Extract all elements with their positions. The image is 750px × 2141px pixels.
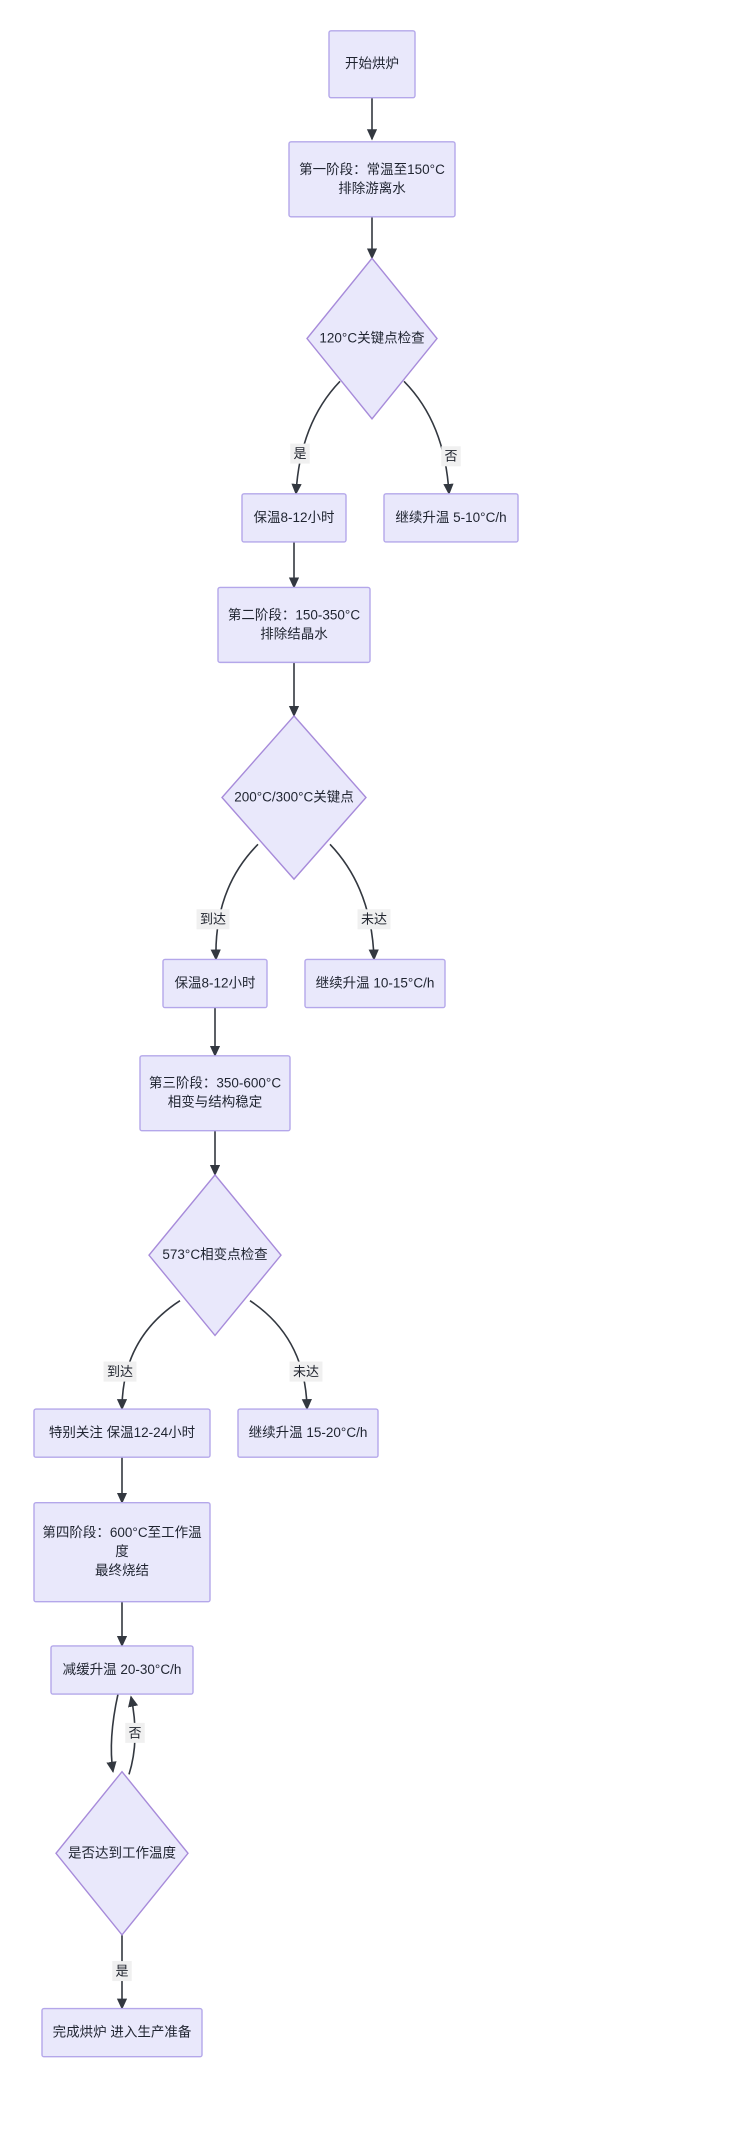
process-shape [237, 1408, 379, 1458]
flow-edge [291, 380, 341, 496]
node-label: 是否达到工作温度 [68, 1845, 176, 1860]
process-shape [33, 1408, 211, 1458]
decision-shape [221, 714, 367, 881]
node-label: 573°C相变点检查 [162, 1247, 268, 1262]
flow-edge [329, 843, 379, 961]
edge-label-e3: 是 [290, 443, 310, 464]
decision-shape [306, 257, 438, 420]
node-label: 开始烘炉 [345, 56, 399, 71]
edge-label-background [290, 443, 310, 464]
node-label: 第四阶段：600°C至工作温度最终烧结 [42, 1524, 201, 1578]
process-shape [304, 958, 446, 1009]
process-shape [162, 958, 268, 1009]
decision-shape [148, 1173, 282, 1337]
decision-shape [55, 1770, 189, 1937]
edge-label-background [103, 1361, 137, 1382]
node-label: 减缓升温 20-30°C/h [63, 1662, 182, 1677]
flow-edge [210, 843, 259, 961]
edge-label-background [125, 1722, 145, 1743]
edge-label-background [112, 1961, 132, 1982]
node-label: 保温8-12小时 [174, 975, 255, 990]
node-label: 继续升温 10-15°C/h [316, 975, 435, 990]
edge-label-text: 是 [115, 1963, 128, 1978]
flow-node-check200[interactable]: 200°C/300°C关键点 [221, 714, 367, 881]
node-label: 特别关注 保温12-24小时 [49, 1425, 195, 1440]
process-shape [139, 1055, 291, 1132]
process-shape [41, 2007, 203, 2058]
edge-label-background [357, 909, 391, 930]
edge-label-text: 未达 [361, 912, 387, 927]
edge-label-e12: 未达 [289, 1361, 323, 1382]
process-shape [241, 493, 347, 543]
flow-node-hold2[interactable]: 保温8-12小时 [162, 958, 268, 1009]
edge-label-e11: 到达 [103, 1361, 137, 1382]
node-label: 继续升温 5-10°C/h [395, 509, 506, 524]
edge-label-background [196, 909, 230, 930]
flow-edge [106, 1693, 119, 1773]
flow-node-slowramp[interactable]: 减缓升温 20-30°C/h [50, 1645, 194, 1695]
edge-label-text: 未达 [293, 1364, 319, 1379]
process-shape [33, 1502, 211, 1603]
flow-edge [249, 1299, 312, 1411]
edge-label-text: 否 [444, 449, 457, 464]
edge-label-background [289, 1361, 323, 1382]
edge-label-e16: 否 [125, 1722, 145, 1743]
flow-edge [403, 380, 454, 496]
process-shape [50, 1645, 194, 1695]
edge-label-background [441, 446, 461, 467]
edge-label-text: 否 [128, 1725, 141, 1740]
flow-edge [116, 1299, 181, 1411]
flow-node-hold1[interactable]: 保温8-12小时 [241, 493, 347, 543]
edge-label-e17: 是 [112, 1961, 132, 1982]
node-label: 保温8-12小时 [253, 509, 334, 524]
edge-label-text: 是 [293, 446, 306, 461]
flow-node-checkwork[interactable]: 是否达到工作温度 [55, 1770, 189, 1937]
edge-label-e7: 到达 [196, 909, 230, 930]
flow-node-start[interactable]: 开始烘炉 [328, 30, 416, 99]
node-label: 完成烘炉 进入生产准备 [53, 2023, 192, 2039]
edge-label-text: 到达 [200, 912, 226, 927]
flow-node-hold3[interactable]: 特别关注 保温12-24小时 [33, 1408, 211, 1458]
edge-label-text: 到达 [107, 1364, 133, 1379]
flow-node-check120[interactable]: 120°C关键点检查 [306, 257, 438, 420]
node-label: 120°C关键点检查 [319, 330, 425, 345]
node-label: 继续升温 15-20°C/h [249, 1425, 368, 1440]
flow-node-ramp3[interactable]: 继续升温 15-20°C/h [237, 1408, 379, 1458]
edge-label-e4: 否 [441, 446, 461, 467]
flow-node-done[interactable]: 完成烘炉 进入生产准备 [41, 2007, 203, 2058]
process-shape [217, 586, 371, 664]
flow-node-check573[interactable]: 573°C相变点检查 [148, 1173, 282, 1337]
flow-node-stage4[interactable]: 第四阶段：600°C至工作温度最终烧结 [33, 1502, 211, 1603]
process-shape [328, 30, 416, 99]
node-label: 200°C/300°C关键点 [234, 789, 354, 804]
edge-labels-layer: 是否到达未达到达未达否是 [103, 443, 461, 1982]
process-shape [383, 493, 519, 543]
flow-node-ramp2[interactable]: 继续升温 10-15°C/h [304, 958, 446, 1009]
flow-node-ramp1[interactable]: 继续升温 5-10°C/h [383, 493, 519, 543]
edge-label-e8: 未达 [357, 909, 391, 930]
process-shape [288, 141, 456, 218]
